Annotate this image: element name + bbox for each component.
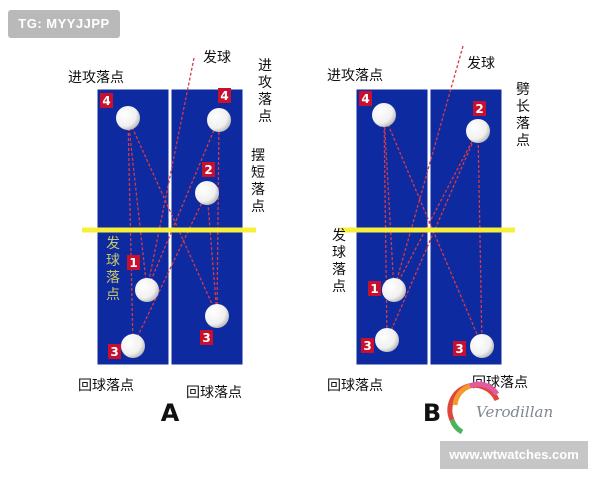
label-a-attack-right: 进攻落点 [258,58,272,125]
marker-a-2: 2 [204,163,212,177]
markers-a: 4 4 2 1 3 3 [100,88,231,359]
trajectories-a [127,57,220,347]
ball-a-4-left [116,106,140,130]
marker-b-3-right: 3 [455,342,463,356]
label-b-long: 劈长落点 [516,81,530,149]
panel-a-letter: A [161,399,180,427]
label-a-serve-spot: 发球落点 [106,236,120,303]
label-a-attack: 进攻落点 [68,70,124,86]
ball-b-4 [372,103,396,127]
ball-a-3-left [121,334,145,358]
ball-a-1 [135,278,159,302]
label-b-attack: 进攻落点 [327,68,383,84]
watermark-url: www.wtwatches.com [440,441,588,469]
panel-b-letter: B [423,399,441,427]
label-b-return-left: 回球落点 [327,378,383,394]
ball-b-3-left [375,328,399,352]
marker-a-4-right: 4 [220,89,228,103]
label-a-return-left: 回球落点 [78,378,134,394]
marker-a-1: 1 [129,256,137,270]
panel-a: 4 4 2 1 3 3 发球 进攻落点 进攻落点 摆短落点 发球落点 回球落点 … [68,50,272,427]
watermark-tag: TG: MYYJJPP [8,10,120,38]
marker-b-4: 4 [361,92,369,106]
ball-a-2 [195,181,219,205]
label-a-short: 摆短落点 [251,148,265,215]
label-b-serve: 发球 [467,56,495,72]
marker-b-2: 2 [475,102,483,116]
marker-a-3-left: 3 [110,345,118,359]
marker-b-1: 1 [370,282,378,296]
markers-b: 4 2 1 3 3 [359,91,486,356]
ball-b-3-right [470,334,494,358]
ball-a-4-right [207,108,231,132]
brand-logo: Verodillan [447,381,553,435]
panel-b: 4 2 1 3 3 发球 进攻落点 劈长落点 发球落点 回球落点 回球落点 B [327,45,530,427]
marker-a-4-left: 4 [102,94,110,108]
label-a-serve: 发球 [203,50,231,66]
ball-a-3-right [205,304,229,328]
label-a-return-right: 回球落点 [186,385,242,401]
brand-name: Verodillan [476,403,553,421]
label-b-serve-spot: 发球落点 [332,228,346,295]
ball-b-2 [466,119,490,143]
ball-b-1 [382,278,406,302]
marker-b-3-left: 3 [363,339,371,353]
marker-a-3-right: 3 [202,331,210,345]
